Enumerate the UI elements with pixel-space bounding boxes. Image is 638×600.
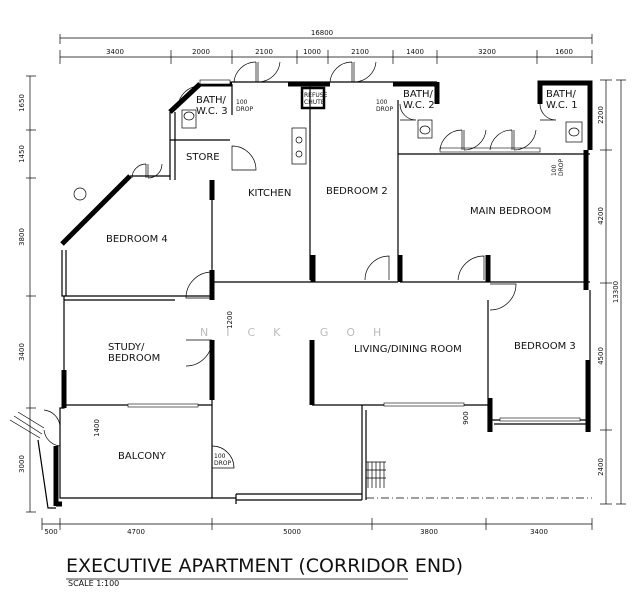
room-label-bath1: BATH/ <box>546 89 577 100</box>
right-dim: 2200 <box>597 106 605 124</box>
bottom-dim: 3400 <box>530 528 548 536</box>
drop-number: 100 <box>376 99 388 106</box>
right-dim: 2400 <box>597 458 605 476</box>
top-dim: 3200 <box>478 48 496 56</box>
drop-label: DROP <box>236 106 254 113</box>
room-label-bath2-line2: W.C. 2 <box>403 100 435 111</box>
drop-label: DROP <box>214 460 232 467</box>
staircase-icon <box>366 461 386 488</box>
left-dim: 3400 <box>18 343 26 361</box>
refuse-chute-label: REFUSE <box>304 92 328 99</box>
room-label-bath3-line2: W.C. 3 <box>196 106 228 117</box>
toilet-icon <box>417 119 433 139</box>
bottom-dim: 3800 <box>420 528 438 536</box>
fixtures <box>9 86 583 488</box>
room-label-main-bedroom: MAIN BEDROOM <box>470 206 551 217</box>
toilet-icon <box>181 109 197 129</box>
doors <box>43 61 557 469</box>
room-label-bedroom-2: BEDROOM 2 <box>326 186 388 197</box>
left-dim: 3000 <box>18 455 26 473</box>
refuse-chute-label-line2: CHUTE <box>304 99 325 106</box>
top-dim: 1600 <box>555 48 573 56</box>
sink-icon <box>291 127 307 165</box>
overall-height-dim: 13300 <box>612 281 620 303</box>
room-label-store: STORE <box>186 152 220 163</box>
inner-dim: 900 <box>462 411 470 424</box>
dimension-lines <box>26 34 626 530</box>
left-dim: 1450 <box>18 145 26 163</box>
drop-number: 100 <box>214 453 226 460</box>
dimension-labels: 16800 3400 2000 2100 1000 2100 1400 3200… <box>18 29 620 536</box>
room-labels: BATH/ W.C. 3 BATH/ W.C. 2 BATH/ W.C. 1 S… <box>106 89 578 467</box>
drawing-title: EXECUTIVE APARTMENT (CORRIDOR END) <box>66 555 463 577</box>
left-dim: 3800 <box>18 228 26 246</box>
room-label-kitchen: KITCHEN <box>248 188 291 199</box>
right-dim: 4200 <box>597 207 605 225</box>
top-dim: 1000 <box>303 48 321 56</box>
room-label-study: STUDY/ <box>108 342 145 353</box>
toilet-icon <box>565 121 583 143</box>
drop-number: 100 <box>236 99 248 106</box>
bottom-dim: 500 <box>44 528 57 536</box>
drop-label: DROP <box>558 158 565 176</box>
overall-width-dim: 16800 <box>311 29 333 37</box>
inner-dim: 1400 <box>93 419 101 437</box>
drop-label: DROP <box>376 106 394 113</box>
inner-dim: 1200 <box>226 311 234 329</box>
walls <box>37 80 593 509</box>
drop-number: 100 <box>551 164 558 176</box>
top-dim: 2000 <box>192 48 210 56</box>
bottom-dim: 5000 <box>283 528 301 536</box>
drawing-scale: SCALE 1:100 <box>68 579 119 588</box>
room-label-balcony: BALCONY <box>118 451 167 462</box>
room-label-bath2: BATH/ <box>403 89 434 100</box>
room-label-living-dining: LIVING/DINING ROOM <box>354 344 462 355</box>
refuse-chute-icon <box>300 86 326 110</box>
room-label-bedroom-3: BEDROOM 3 <box>514 341 576 352</box>
top-dim: 1400 <box>406 48 424 56</box>
room-label-bath3: BATH/ <box>196 95 227 106</box>
right-dim: 4500 <box>597 347 605 365</box>
top-dim: 2100 <box>255 48 273 56</box>
left-dim: 1650 <box>18 94 26 112</box>
hatched-gutter-icon <box>9 411 45 439</box>
gas-point-icon <box>73 187 87 201</box>
room-label-study-line2: BEDROOM <box>108 353 160 364</box>
top-dim: 3400 <box>106 48 124 56</box>
watermark: NICK GOH <box>200 326 399 339</box>
top-dim: 2100 <box>351 48 369 56</box>
room-label-bedroom-4: BEDROOM 4 <box>106 234 168 245</box>
room-label-bath1-line2: W.C. 1 <box>546 100 578 111</box>
bottom-dim: 4700 <box>127 528 145 536</box>
